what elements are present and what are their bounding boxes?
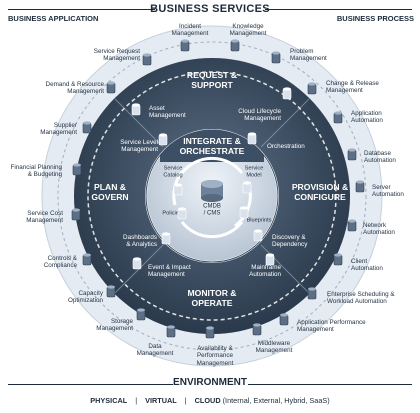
data-management-label: Data Management: [136, 343, 174, 358]
request-line2: SUPPORT: [191, 80, 233, 90]
mainframe-label: Mainframe Automation: [249, 264, 281, 279]
app-performance-label: Application Performance Management: [297, 319, 366, 334]
integrate-orchestrate-title: INTEGRATE & ORCHESTRATE: [180, 136, 245, 156]
application-automation-label: Application Automation: [351, 110, 383, 125]
controls-compliance-label: Controls & Compliance: [43, 255, 77, 270]
env-cloud-detail: (Internal, External, Hybrid, SaaS): [222, 396, 330, 405]
cmdb-line2: / CMS: [203, 210, 221, 216]
financial-planning-label: Financial Planning & Budgeting: [10, 164, 62, 179]
monitor-line2: OPERATE: [191, 298, 233, 308]
server-automation-label: Server Automation: [372, 184, 404, 199]
env-cloud: CLOUD: [194, 396, 221, 405]
business-services-title: BUSINESS SERVICES: [150, 3, 270, 15]
cmdb-database-icon: [201, 180, 223, 202]
cmdb-label: CMDB / CMS: [203, 203, 221, 216]
client-automation-label: Client Automation: [351, 258, 383, 273]
env-rule-left: [8, 384, 173, 385]
storage-management-label: Storage Management: [96, 318, 133, 333]
business-process-label: BUSINESS PROCESS: [336, 14, 414, 23]
availability-performance-label: Availability & Performance Management: [196, 345, 234, 367]
knowledge-management-label: Knowledge Management: [229, 23, 267, 38]
provision-configure-title: PROVISION & CONFIGURE: [292, 182, 348, 202]
service-catalog-label: Service Catalog: [163, 165, 183, 178]
database-automation-label: Database Automation: [364, 150, 396, 165]
env-physical: PHYSICAL: [90, 396, 128, 405]
demand-resource-label: Demand & Resource Management: [45, 81, 104, 96]
header-rule-right: [265, 9, 412, 10]
environment-row: PHYSICAL | VIRTUAL | CLOUD (Internal, Extern…: [0, 396, 420, 405]
monitor-operate-title: MONITOR & OPERATE: [187, 288, 236, 308]
asset-management-label: Asset Management: [149, 105, 186, 120]
dashboards-label: Dashboards & Analytics: [123, 234, 157, 249]
monitor-line1: MONITOR &: [187, 288, 237, 298]
blueprints-label: Blueprints: [246, 217, 272, 224]
env-virtual: VIRTUAL: [145, 396, 177, 405]
plan-govern-title: PLAN & GOVERN: [91, 182, 128, 202]
problem-management-label: Problem Management: [290, 48, 327, 63]
service-cost-label: Service Cost Management: [26, 210, 63, 225]
network-automation-label: Network Automation: [363, 222, 395, 237]
request-line1: REQUEST &: [186, 70, 238, 80]
ring-dashed-path: [87, 71, 337, 321]
cmdb-line1: CMDB: [203, 203, 221, 210]
enterprise-scheduling-label: Enterprise Scheduling & Workload Automat…: [327, 291, 395, 306]
integrate-header-band: [160, 129, 264, 162]
service-model-label: Service Model: [244, 165, 264, 178]
service-level-label: Service Level Management: [120, 139, 158, 154]
environment-title: ENVIRONMENT: [173, 377, 247, 388]
supplier-management-label: Supplier Management: [40, 122, 77, 137]
discovery-label: Discovery & Dependency: [272, 234, 308, 249]
service-request-label: Service Request Management: [93, 48, 140, 63]
plan-line2: GOVERN: [91, 192, 129, 202]
integrate-line2: ORCHESTRATE: [179, 146, 245, 156]
env-rule-right: [248, 384, 412, 385]
env-sep-1: |: [135, 396, 138, 405]
cloud-lifecycle-label: Cloud Lifecycle Management: [238, 108, 281, 123]
header-rule-left: [8, 9, 155, 10]
event-impact-label: Event & Impact Management: [148, 264, 191, 279]
provision-line2: CONFIGURE: [294, 192, 346, 202]
incident-management-label: Incident Management: [171, 23, 209, 38]
business-application-label: BUSINESS APPLICATION: [8, 14, 99, 23]
outer-dashed-path: [57, 41, 367, 351]
plan-line1: PLAN &: [94, 182, 126, 192]
orchestration-label: Orchestration: [267, 143, 305, 150]
env-sep-2: |: [184, 396, 187, 405]
change-release-label: Change & Release Management: [326, 80, 379, 95]
capacity-optimization-label: Capacity Optimization: [68, 290, 103, 305]
integrate-line1: INTEGRATE &: [183, 136, 241, 146]
middleware-management-label: Middleware Management: [255, 340, 293, 355]
policies-label: Policies: [162, 210, 182, 217]
provision-line1: PROVISION &: [291, 182, 349, 192]
request-support-title: REQUEST & SUPPORT: [187, 70, 237, 90]
